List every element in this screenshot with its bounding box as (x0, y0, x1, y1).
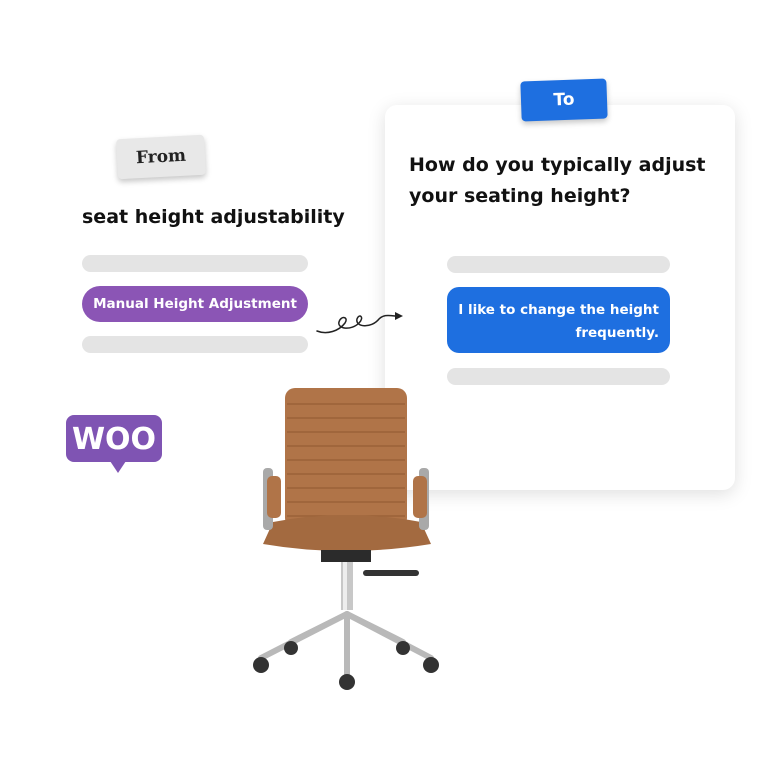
woocommerce-logo: WOO (66, 415, 162, 481)
from-tag: From (116, 134, 206, 180)
from-option-pill[interactable]: Manual Height Adjustment (82, 286, 308, 322)
placeholder-bar (82, 336, 308, 353)
to-title: How do you typically adjust your seating… (409, 154, 706, 207)
placeholder-bar (447, 256, 670, 273)
placeholder-bar (82, 255, 308, 272)
woo-logo-text: WOO (72, 422, 156, 457)
to-tag: To (520, 78, 608, 122)
answer-bubble[interactable]: I like to change the height frequently. (447, 287, 670, 353)
squiggle-arrow-icon (316, 312, 403, 334)
from-title: seat height adjustability (82, 206, 345, 228)
placeholder-bar (447, 368, 670, 385)
office-chair-image (253, 388, 439, 690)
